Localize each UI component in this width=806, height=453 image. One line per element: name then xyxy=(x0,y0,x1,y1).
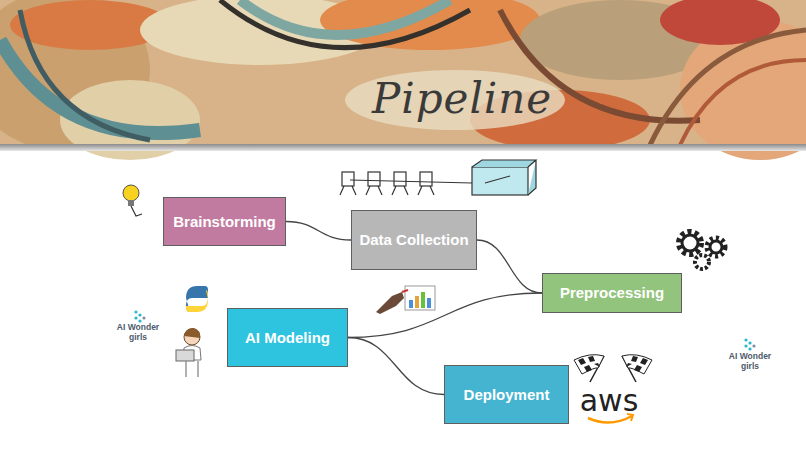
box-label: Brainstorming xyxy=(173,213,276,231)
logo-dot xyxy=(748,341,751,344)
pen xyxy=(402,290,408,292)
figure-body xyxy=(368,172,380,186)
process-box: Brainstorming xyxy=(163,197,286,246)
gear xyxy=(710,241,722,253)
gear xyxy=(679,232,701,254)
bulb-glass xyxy=(123,185,139,201)
figure-legs xyxy=(366,186,382,195)
figure-body xyxy=(394,172,406,186)
flag-checks xyxy=(578,356,600,372)
connector-curve xyxy=(348,338,444,395)
crate-arrow xyxy=(485,176,510,183)
separator-band xyxy=(0,144,806,151)
logo-dot xyxy=(134,310,137,313)
hand-line xyxy=(131,206,142,216)
rope xyxy=(350,180,472,183)
figure-legs xyxy=(392,186,408,195)
flag-cloth xyxy=(574,355,604,374)
laptop xyxy=(176,350,194,361)
logo-text: AI Wonder girls xyxy=(720,351,780,371)
gear xyxy=(707,238,725,256)
chart-bar xyxy=(427,298,431,308)
process-box: AI Modeling xyxy=(227,308,348,367)
diagram-title: Pipeline xyxy=(372,74,552,123)
logo-dot xyxy=(134,316,137,319)
connector-curve xyxy=(348,293,542,338)
paint-stroke xyxy=(650,30,806,145)
logo-dot xyxy=(744,344,747,347)
figure-body xyxy=(420,172,432,186)
chart-bar xyxy=(415,296,419,308)
icon-frame xyxy=(657,225,747,271)
flag-checks xyxy=(626,356,648,372)
paint-stroke xyxy=(240,0,450,35)
figure-body xyxy=(342,172,354,186)
process-box: Data Collection xyxy=(351,210,477,270)
banner-art xyxy=(0,0,806,160)
chart-board xyxy=(405,286,435,310)
hair xyxy=(184,328,200,338)
chart-bar xyxy=(421,292,425,308)
process-box: Deployment xyxy=(444,365,569,424)
hand-drawing-chart xyxy=(372,282,438,314)
brand-logo-text: aws xyxy=(578,384,640,418)
box-label: Preprocessing xyxy=(560,284,664,302)
logo-mark xyxy=(744,338,755,350)
bulb-base xyxy=(128,200,134,206)
icon-frame xyxy=(372,282,438,314)
checkered-flags xyxy=(574,355,652,382)
process-box: Preprocessing xyxy=(542,273,682,313)
figure-legs xyxy=(418,186,434,195)
gears-icon xyxy=(657,225,747,271)
paint-stroke xyxy=(680,60,806,145)
box-label: AI Modeling xyxy=(245,329,330,347)
box-label: Data Collection xyxy=(359,231,468,249)
paint-stroke xyxy=(220,0,470,48)
figure-legs xyxy=(340,186,356,195)
logo-dot xyxy=(138,313,141,316)
flag-cloth xyxy=(622,355,652,374)
connector-curve xyxy=(477,240,542,293)
connector-curve xyxy=(286,222,351,241)
python-blue xyxy=(186,286,208,312)
logo-dot xyxy=(748,347,751,350)
logo-text: AI Wonder girls xyxy=(108,322,168,342)
data-crate xyxy=(472,167,528,195)
icon-frame xyxy=(107,180,162,224)
logo-mark xyxy=(134,310,145,322)
lightbulb-icon xyxy=(107,180,162,224)
paint-stroke xyxy=(20,10,150,140)
hand xyxy=(376,292,404,314)
chart-bar xyxy=(409,300,413,308)
stick-figures xyxy=(340,160,536,195)
python-yellow xyxy=(186,290,208,312)
paint-stroke xyxy=(0,40,200,133)
logo-dot xyxy=(142,316,145,319)
logo-dot xyxy=(744,338,747,341)
woman-with-laptop xyxy=(176,328,201,377)
crate-edge xyxy=(472,160,536,195)
gear xyxy=(682,235,698,251)
legs xyxy=(186,361,198,377)
gear xyxy=(695,255,709,269)
python-logo xyxy=(186,286,208,312)
box-label: Deployment xyxy=(464,386,550,404)
title-backdrop xyxy=(345,70,565,130)
logo-dot xyxy=(752,344,755,347)
